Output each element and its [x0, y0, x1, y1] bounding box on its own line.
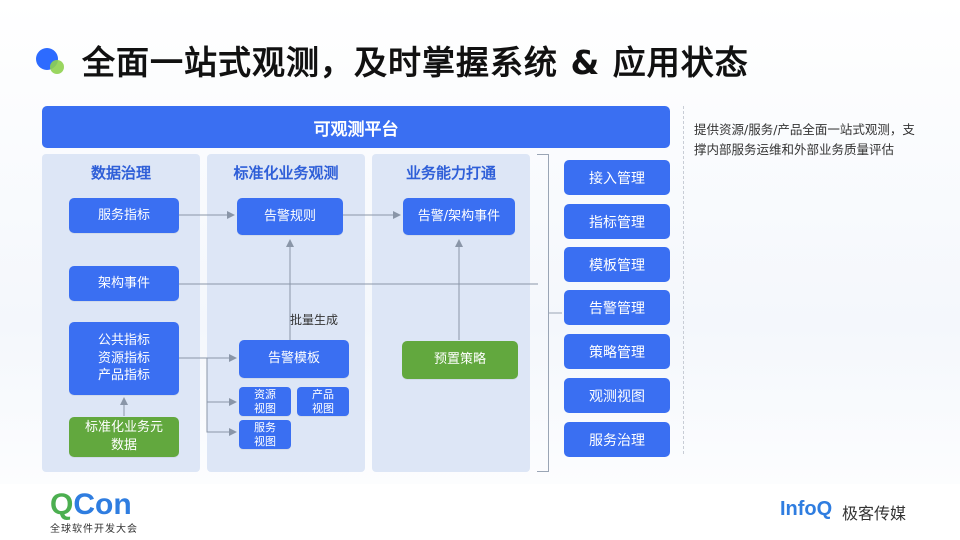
product-metrics-label: 产品指标 — [97, 368, 150, 384]
infoq-brand-text: 极客传媒 — [842, 504, 907, 523]
qcon-logo-rest: Con — [73, 488, 132, 521]
panel-title-capability: 业务能力打通 — [405, 164, 496, 182]
infoq-logo: InfoQ — [780, 498, 833, 520]
qcon-logo-q: Q — [50, 488, 74, 521]
service-view-line1: 服务 — [254, 420, 276, 434]
std-metadata-line2: 数据 — [110, 438, 137, 453]
resource-view-line1: 资源 — [254, 387, 276, 401]
preset-policy-box: 预置策略 — [402, 341, 518, 379]
side-menu-template: 模板管理 — [564, 247, 670, 282]
title-bullet-icon — [36, 44, 70, 78]
vertical-divider — [683, 106, 684, 454]
side-menu-view: 观测视图 — [564, 378, 670, 413]
description-text: 提供资源/服务/产品全面一站式观测，支撑内部服务运维和外部业务质量评估 — [694, 122, 915, 157]
resource-view-box: 资源 视图 — [239, 387, 291, 416]
page-title: 全面一站式观测，及时掌握系统 & 应用状态 — [82, 43, 749, 82]
alert-events-box: 告警/架构事件 — [403, 198, 515, 235]
panel-title-data-governance: 数据治理 — [90, 164, 151, 182]
resource-view-line2: 视图 — [254, 401, 276, 415]
resource-metrics-label: 资源指标 — [97, 350, 150, 366]
std-metadata-line1: 标准化业务元 — [84, 420, 163, 436]
footer — [0, 484, 960, 540]
product-view-line1: 产品 — [312, 387, 334, 401]
qcon-logo: QCon — [50, 488, 132, 522]
std-metadata-box: 标准化业务元 数据 — [69, 417, 179, 457]
platform-bar: 可观测平台 — [42, 106, 670, 148]
panel-title-std-observation: 标准化业务观测 — [233, 164, 339, 182]
bracket-divider — [537, 154, 549, 472]
arch-events-box: 架构事件 — [69, 266, 179, 301]
side-menu-alert: 告警管理 — [564, 290, 670, 325]
product-view-line2: 视图 — [312, 401, 334, 415]
qcon-subtitle: 全球软件开发大会 — [50, 524, 138, 535]
side-menu-metrics: 指标管理 — [564, 204, 670, 239]
side-menu-policy: 策略管理 — [564, 334, 670, 369]
service-view-box: 服务 视图 — [239, 420, 291, 449]
public-metrics-label: 公共指标 — [97, 333, 150, 349]
side-menu-governance: 服务治理 — [564, 422, 670, 457]
product-view-box: 产品 视图 — [297, 387, 349, 416]
metrics-stack-box: 公共指标 资源指标 产品指标 — [69, 322, 179, 395]
service-view-line2: 视图 — [254, 434, 276, 448]
alert-template-box: 告警模板 — [239, 340, 349, 378]
side-menu-access: 接入管理 — [564, 160, 670, 195]
batch-generate-label: 批量生成 — [290, 313, 339, 327]
alert-rules-box: 告警规则 — [237, 198, 343, 235]
service-metrics-box: 服务指标 — [69, 198, 179, 233]
